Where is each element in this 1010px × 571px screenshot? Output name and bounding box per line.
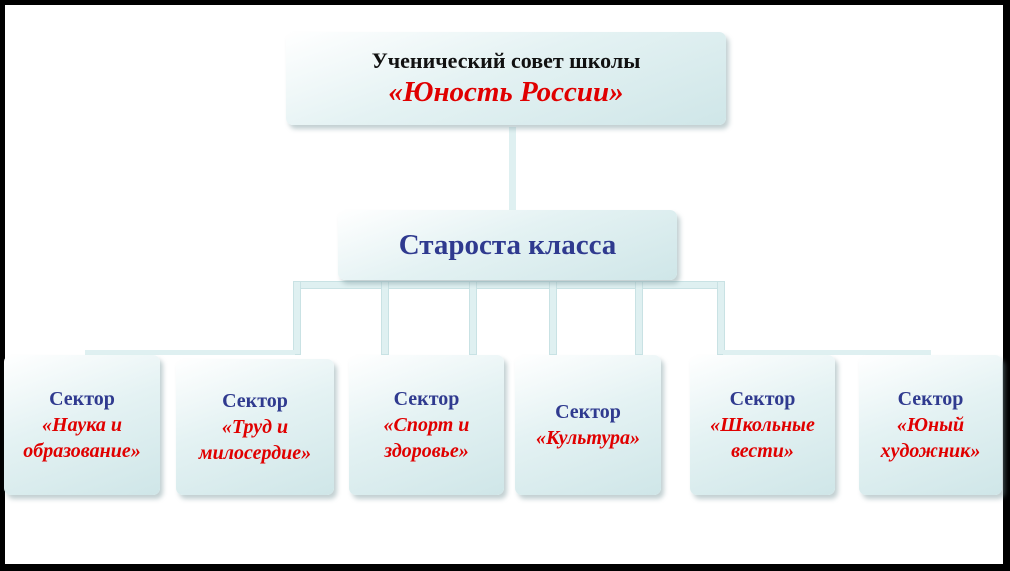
sector-label: Сектор — [49, 388, 115, 410]
sector-name-line: образование» — [23, 440, 141, 462]
sector-name-line: вести» — [731, 440, 794, 462]
sector-name-line: художник» — [880, 440, 981, 462]
connector-drop-3 — [469, 281, 477, 355]
connector-drop-1 — [293, 281, 301, 355]
student-council-box: Ученический совет школы «Юность России» — [286, 32, 726, 125]
student-council-name: «Юность России» — [388, 76, 624, 108]
sector-name-line: милосердие» — [198, 442, 312, 464]
sector-label: Сектор — [393, 388, 460, 410]
sector-name-line: «Школьные — [710, 414, 815, 436]
connector-branch-bar — [293, 281, 725, 289]
connector-drop-6 — [717, 281, 725, 355]
sector-name-line: здоровье» — [384, 440, 469, 462]
sector-label: Сектор — [729, 388, 796, 410]
diagram-canvas: Ученический совет школы «Юность России» … — [4, 5, 1003, 564]
sector-box: Сектор «Юный художник» — [859, 355, 1002, 495]
sector-box: Сектор «Наука и образование» — [4, 355, 160, 495]
sector-label: Сектор — [222, 390, 288, 412]
connector-sector-row-right — [723, 350, 931, 355]
class-head-box: Староста класса — [338, 210, 677, 280]
sector-label: Сектор — [897, 388, 964, 410]
sector-name-line: «Культура» — [535, 427, 641, 449]
sector-box: Сектор «Спорт и здоровье» — [349, 355, 504, 495]
sector-box: Сектор «Труд и милосердие» — [176, 359, 334, 495]
connector-council-to-head — [509, 127, 516, 213]
connector-drop-5 — [635, 281, 643, 355]
connector-drop-4 — [549, 281, 557, 355]
sector-name-line: «Спорт и — [383, 414, 470, 436]
connector-drop-2 — [381, 281, 389, 355]
student-council-title: Ученический совет школы — [371, 48, 641, 73]
sector-name-line: «Наука и — [42, 414, 122, 436]
connector-sector-row-left — [85, 350, 295, 355]
sector-name-line: «Юный — [896, 414, 965, 436]
class-head-label: Староста класса — [398, 228, 617, 261]
sector-label: Сектор — [555, 401, 621, 423]
sector-box: Сектор «Школьные вести» — [690, 355, 835, 495]
sector-name-line: «Труд и — [221, 416, 289, 438]
sector-box: Сектор «Культура» — [515, 355, 661, 495]
